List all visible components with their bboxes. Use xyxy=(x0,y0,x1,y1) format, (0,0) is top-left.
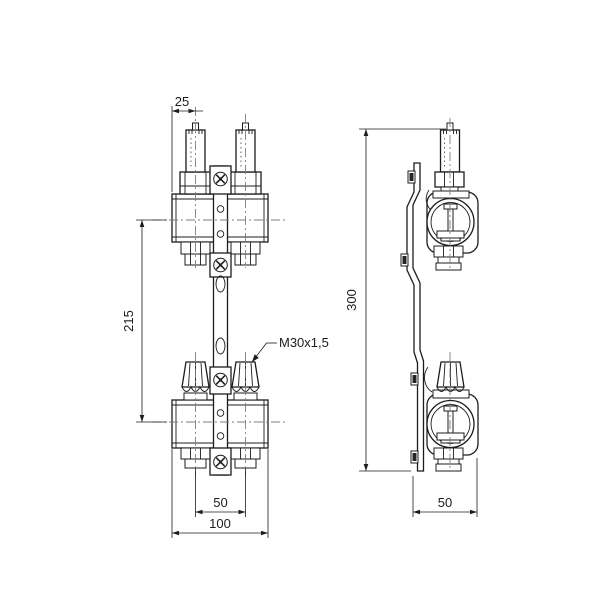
phillips-screw xyxy=(213,372,228,388)
dim-overall-width-label: 100 xyxy=(209,516,231,531)
dim-depth-label: 50 xyxy=(438,495,452,510)
bracket-hole xyxy=(216,432,225,440)
dimension-50-side: 50 xyxy=(412,458,478,517)
bracket-clip xyxy=(410,372,419,386)
dimension-300: 300 xyxy=(344,128,446,472)
thread-callout: M30x1,5 xyxy=(251,335,329,363)
thread-callout-label: M30x1,5 xyxy=(279,335,329,350)
bracket-hole xyxy=(216,230,225,238)
dim-center-height-label: 215 xyxy=(121,310,136,332)
bracket-clip xyxy=(410,450,419,464)
bracket-clip xyxy=(407,170,416,184)
bracket-slot-lower xyxy=(215,337,226,355)
phillips-screw xyxy=(213,171,228,187)
dimension-50-front: 50 xyxy=(195,468,246,517)
phillips-screw xyxy=(213,454,228,470)
mounting-bracket-front xyxy=(209,165,232,476)
dimension-215: 215 xyxy=(121,219,167,423)
dimension-25: 25 xyxy=(171,94,203,192)
bracket-slot-upper xyxy=(215,275,226,293)
centerlines-front xyxy=(152,107,287,477)
clamp-wire-lower xyxy=(424,366,433,393)
dim-pitch-label: 25 xyxy=(175,94,189,109)
bracket-hole xyxy=(216,205,225,213)
dim-overall-height-label: 300 xyxy=(344,289,359,311)
wall-bracket-rail xyxy=(406,162,425,472)
bracket-hole xyxy=(216,409,225,417)
valve-section-upper-side xyxy=(425,122,479,271)
bracket-clip xyxy=(400,253,409,267)
dimension-100: 100 xyxy=(171,449,269,538)
side-view: 300 50 xyxy=(344,118,479,517)
valve-section-lower-side xyxy=(424,361,479,472)
union-fittings-upper xyxy=(180,241,261,266)
dim-valve-spacing-label: 50 xyxy=(213,495,227,510)
front-view: 25 215 M30x1,5 50 xyxy=(121,94,329,538)
phillips-screw xyxy=(213,257,228,273)
